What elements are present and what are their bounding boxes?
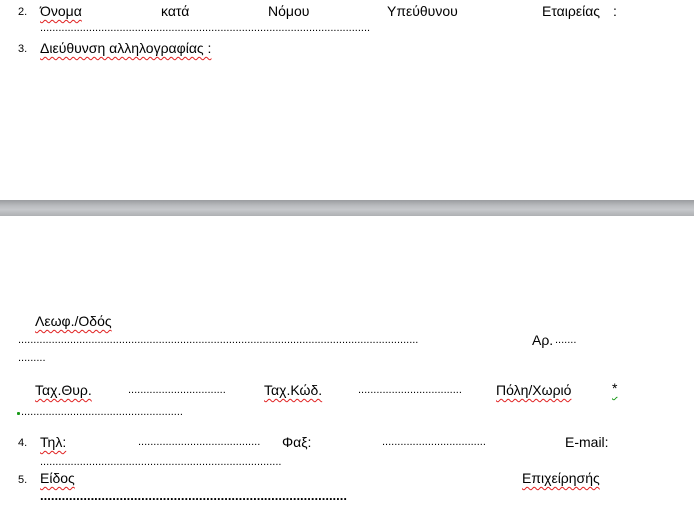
fax-fill-dots: .................................. bbox=[382, 436, 486, 448]
item-2-number: 2. bbox=[18, 6, 28, 18]
item-2-word-by: κατά bbox=[161, 3, 190, 19]
page-break-gap bbox=[0, 200, 694, 216]
business-type-fill-dots: ........................................… bbox=[40, 488, 348, 503]
email-label: E-mail: bbox=[565, 434, 609, 450]
phone-fill-dots: ........................................ bbox=[138, 436, 261, 448]
city-label: Πόλη/Χωριό bbox=[496, 382, 572, 398]
city-required-asterisk: * bbox=[612, 380, 618, 396]
item-2-word-responsible: Υπεύθυνου bbox=[387, 3, 458, 19]
po-box-fill-dots: ................................ bbox=[128, 384, 226, 396]
grammar-mark bbox=[17, 412, 20, 415]
business-type-word-1: Είδος bbox=[40, 470, 75, 486]
email-fill-dots: ........................................… bbox=[40, 456, 282, 468]
street-fill-dots: ........................................… bbox=[18, 334, 419, 346]
document-page-1: 2. Όνομα κατά Νόμου Υπεύθυνου Εταιρείας … bbox=[0, 0, 694, 200]
city-fill-dots: ........................................… bbox=[21, 406, 183, 418]
street-number-dots: ....... bbox=[555, 334, 577, 346]
phone-label: Τηλ: bbox=[40, 434, 67, 450]
item-2-fill-dots: ........................................… bbox=[40, 22, 371, 34]
item-2-colon: : bbox=[613, 3, 617, 19]
item-2-word-company: Εταιρείας bbox=[542, 3, 601, 19]
item-2-word-name: Όνομα bbox=[40, 3, 82, 19]
item-5-number: 5. bbox=[18, 474, 28, 486]
postcode-fill-dots: .................................. bbox=[358, 384, 462, 396]
po-box-label: Ταχ.Θυρ. bbox=[35, 382, 92, 398]
street-number-dots-continued: ......... bbox=[18, 352, 46, 364]
fax-label: Φαξ: bbox=[282, 434, 312, 450]
street-number-label: Αρ. bbox=[532, 332, 554, 348]
item-4-number: 4. bbox=[18, 437, 28, 449]
item-3-mailing-address-label: Διεύθυνση αλληλογραφίας : bbox=[40, 40, 212, 56]
document-page-2: Λεωφ./Οδός .............................… bbox=[0, 216, 694, 530]
postcode-label: Ταχ.Κώδ. bbox=[264, 382, 323, 398]
street-label: Λεωφ./Οδός bbox=[35, 313, 112, 329]
item-3-number: 3. bbox=[18, 43, 28, 55]
business-type-word-2: Επιχείρησής bbox=[522, 470, 600, 486]
item-2-word-law: Νόμου bbox=[268, 3, 310, 19]
